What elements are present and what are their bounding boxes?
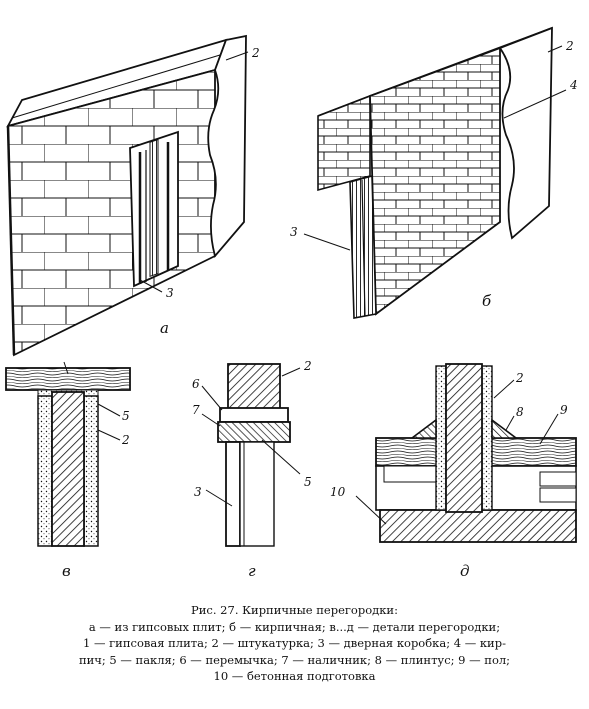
label-b-frame: 3 — [290, 225, 298, 239]
d-partition-section — [445, 363, 483, 513]
label-d-concrete: 10 — [330, 485, 346, 499]
label-g-frame: 3 — [194, 485, 202, 499]
v-partition-section — [51, 391, 85, 547]
subfigure-label-a: а — [160, 319, 169, 337]
a-door-frame — [149, 138, 159, 278]
d-baseboard-left — [409, 418, 437, 439]
label-v-tow: 5 — [122, 409, 130, 423]
g-door-frame-left — [225, 441, 241, 547]
subfigure-a-gypsum-partition: 2 3 а — [6, 34, 260, 357]
partition-diagram: 2 3 а 2 4 3 б 5 2 в — [5, 26, 578, 580]
label-v-plaster: 2 — [121, 433, 130, 447]
d-baseboard-right — [491, 418, 519, 439]
label-d-floor: 9 — [560, 403, 568, 417]
label-d-baseboard: 8 — [516, 405, 524, 419]
d-plaster-left — [435, 365, 447, 511]
caption-title: Рис. 27. Кирпичные перегородки: — [191, 603, 398, 617]
label-b-brick: 4 — [569, 78, 578, 92]
a-plaster-layer — [207, 34, 247, 258]
g-wall-section — [227, 363, 281, 413]
g-lintel — [219, 407, 289, 423]
subfigure-v-detail: 5 2 в — [5, 361, 131, 580]
d-concrete-base — [379, 509, 577, 543]
subfigure-label-g: г — [248, 562, 256, 580]
label-g-tow: 5 — [304, 475, 312, 489]
v-lintel-beam — [5, 367, 131, 391]
caption-line-3: пич; 5 — пакля; 6 — перемычка; 7 — налич… — [78, 652, 511, 667]
label-g-plaster: 2 — [303, 359, 312, 373]
caption-line-2: 1 — гипсовая плита; 2 — штукатурка; 3 — … — [83, 636, 506, 650]
subfigure-d-detail: 2 8 9 10 д — [330, 363, 577, 580]
label-a-frame: 3 — [166, 286, 174, 300]
caption-line-4: 10 — бетонная подготовка — [213, 669, 376, 683]
label-g-trim: 7 — [192, 403, 200, 417]
v-plaster-left — [37, 395, 53, 547]
g-door-frame-mid — [239, 441, 275, 547]
label-b-plaster: 2 — [565, 39, 574, 53]
subfigure-label-v: в — [62, 562, 71, 580]
b-plaster-layer — [498, 26, 553, 240]
subfigure-g-detail: 6 7 2 5 3 г — [192, 359, 312, 580]
caption-line-1: а — из гипсовых плит; б — кирпичная; в..… — [88, 619, 501, 634]
figure-caption: Рис. 27. Кирпичные перегородки: а — из г… — [0, 602, 589, 685]
label-d-plaster: 2 — [515, 371, 524, 385]
label-a-plaster: 2 — [251, 46, 260, 60]
v-plaster-right — [83, 395, 99, 547]
subfigure-b-brick-partition: 2 4 3 б — [290, 26, 578, 319]
g-tow-trim — [217, 421, 291, 443]
label-g-lintel: 6 — [192, 377, 200, 391]
subfigure-label-d: д — [460, 562, 470, 580]
b-lintel-face — [317, 94, 371, 192]
d-plaster-right — [481, 365, 493, 511]
b-brick-wall — [369, 46, 501, 316]
subfigure-label-b: б — [482, 292, 492, 310]
